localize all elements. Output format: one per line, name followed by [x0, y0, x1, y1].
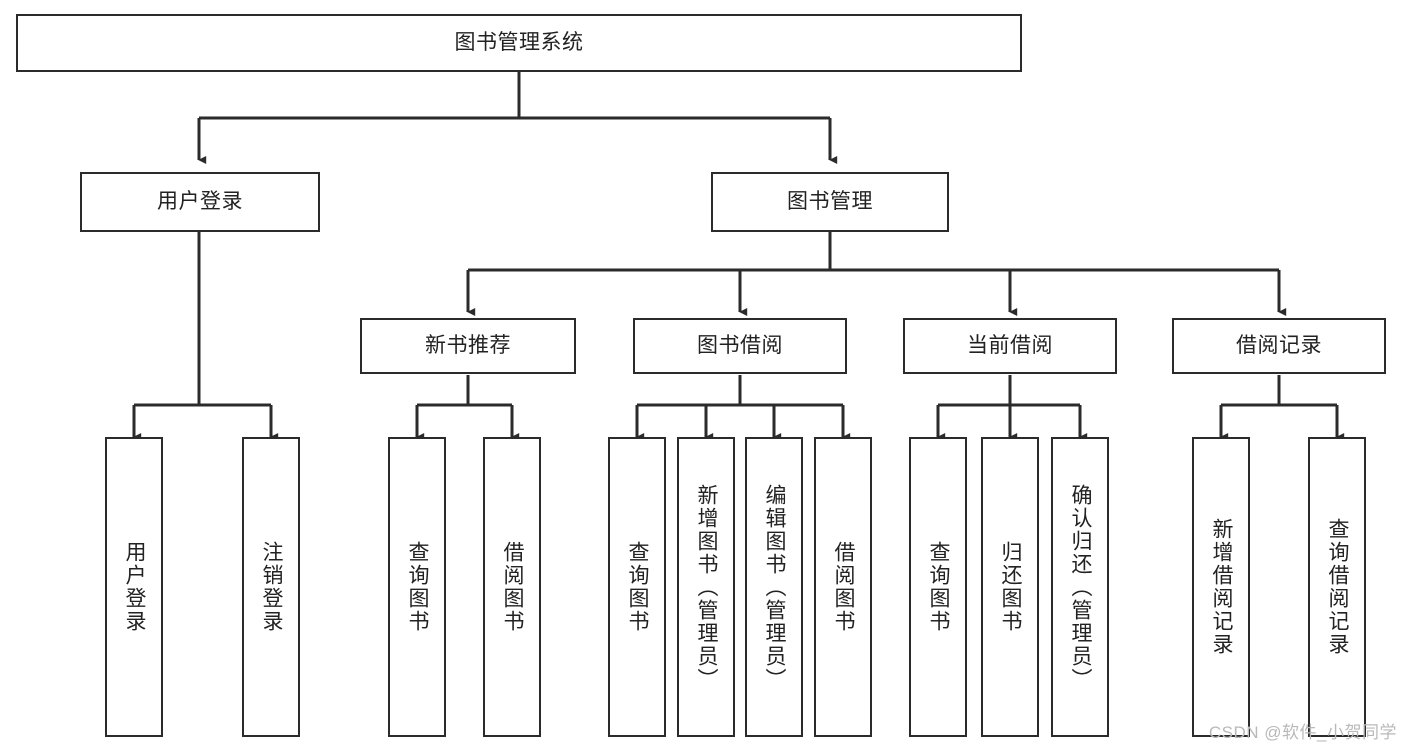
leaf-label: 归还图书: [999, 541, 1023, 633]
node-user-login[interactable]: 用户登录: [80, 172, 320, 232]
connector-book-mgmt-to-level3: [466, 232, 1287, 317]
node-root-system[interactable]: 图书管理系统: [16, 14, 1022, 72]
leaf-label: 查询图书: [927, 541, 951, 633]
node-label: 新书推荐: [425, 333, 511, 357]
leaf-query-borrow-record[interactable]: 查询借阅记录: [1308, 437, 1366, 737]
node-label: 图书借阅: [697, 333, 783, 357]
leaf-label: 新增图书（管理员）: [695, 483, 719, 691]
leaf-label: 新增借阅记录: [1210, 518, 1234, 656]
leaf-label: 查询图书: [406, 541, 430, 633]
leaf-label: 借阅图书: [501, 541, 525, 633]
leaf-label: 借阅图书: [832, 541, 856, 633]
leaf-logout-login[interactable]: 注销登录: [242, 437, 300, 737]
leaf-label: 用户登录: [123, 541, 147, 633]
node-label: 图书管理: [787, 189, 873, 213]
leaf-query-book-recommend[interactable]: 查询图书: [388, 437, 446, 737]
leaf-label: 编辑图书（管理员）: [763, 483, 787, 691]
leaf-user-login[interactable]: 用户登录: [105, 437, 163, 737]
leaf-return-book[interactable]: 归还图书: [981, 437, 1039, 737]
leaf-label: 查询借阅记录: [1326, 518, 1350, 656]
leaf-edit-book-admin[interactable]: 编辑图书（管理员）: [745, 437, 803, 737]
leaf-query-book-borrow[interactable]: 查询图书: [608, 437, 666, 737]
connector-root-to-level2: [197, 72, 838, 165]
connector-current-borrow-to-leaves: [936, 375, 1088, 442]
connector-new-book-to-leaves: [415, 375, 520, 442]
leaf-label: 注销登录: [260, 541, 284, 633]
leaf-query-book-current[interactable]: 查询图书: [909, 437, 967, 737]
leaf-label: 确认归还（管理员）: [1069, 483, 1093, 691]
node-label: 借阅记录: [1236, 333, 1322, 357]
node-borrow-record[interactable]: 借阅记录: [1172, 318, 1386, 374]
leaf-add-borrow-record[interactable]: 新增借阅记录: [1192, 437, 1250, 737]
leaf-borrow-book[interactable]: 借阅图书: [814, 437, 872, 737]
node-current-borrow[interactable]: 当前借阅: [903, 318, 1117, 374]
connector-book-borrow-to-leaves: [635, 375, 851, 442]
node-label: 当前借阅: [967, 333, 1053, 357]
node-book-management[interactable]: 图书管理: [711, 172, 949, 232]
connector-user-login-to-leaves: [132, 232, 279, 442]
leaf-confirm-return-admin[interactable]: 确认归还（管理员）: [1051, 437, 1109, 737]
connector-borrow-record-to-leaves: [1219, 375, 1345, 442]
leaf-borrow-book-recommend[interactable]: 借阅图书: [483, 437, 541, 737]
node-book-borrow[interactable]: 图书借阅: [633, 318, 847, 374]
node-label: 图书管理系统: [454, 30, 584, 54]
leaf-label: 查询图书: [626, 541, 650, 633]
leaf-add-book-admin[interactable]: 新增图书（管理员）: [677, 437, 735, 737]
node-new-book-recommend[interactable]: 新书推荐: [360, 318, 576, 374]
node-label: 用户登录: [157, 189, 243, 213]
